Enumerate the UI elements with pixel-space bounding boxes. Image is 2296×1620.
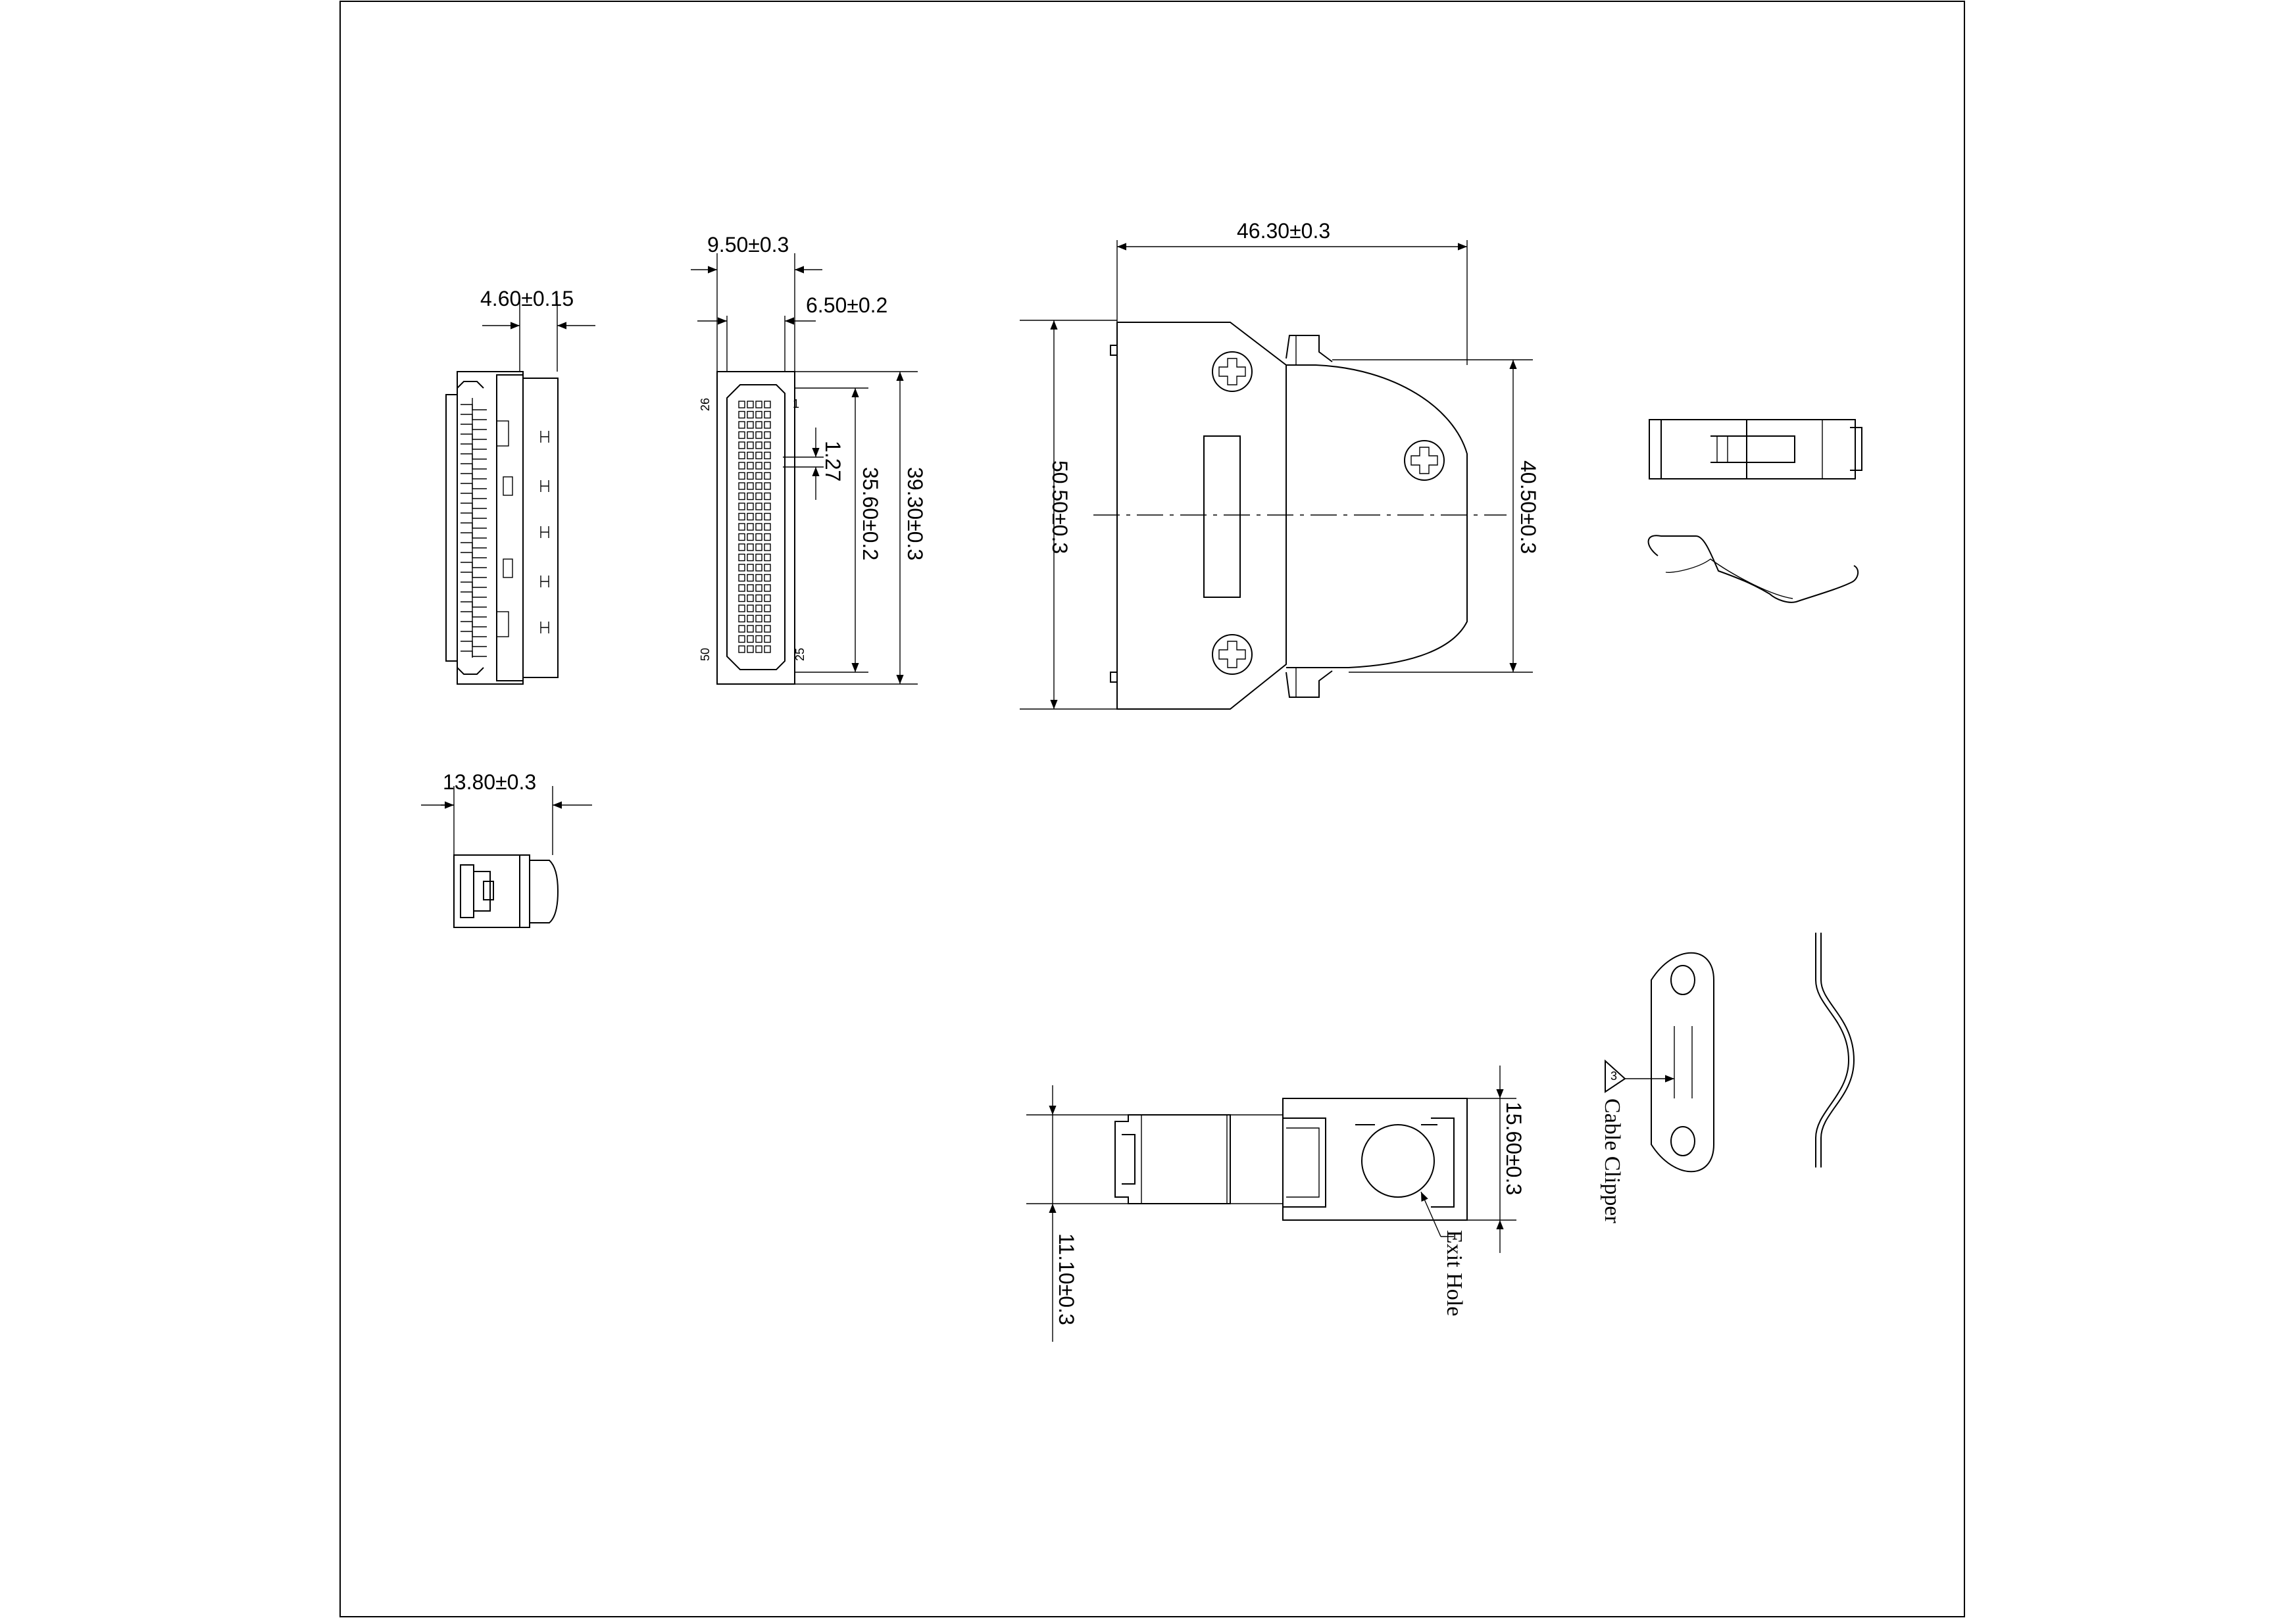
dim-hood-body-height: 40.50±0.3 <box>1516 460 1540 554</box>
drawing-frame <box>339 1 1965 1617</box>
dim-pitch: 1.27 <box>821 441 845 481</box>
dim-hood-height: 50.50±0.3 <box>1048 460 1072 554</box>
cable-clipper-view: 3 Cable Clipper <box>1600 933 1855 1223</box>
dim-exit-hole-height: 15.60±0.3 <box>1502 1102 1526 1195</box>
cable-clipper-label: Cable Clipper <box>1600 1098 1624 1223</box>
front-view: 9.50±0.3 6.50±0.2 26 1 50 25 1.27 35.60±… <box>691 233 927 685</box>
dim-front-height: 39.30±0.3 <box>903 467 927 560</box>
exit-hole-label: Exit Hole <box>1442 1230 1466 1316</box>
dim-front-insert-width: 6.50±0.2 <box>806 293 887 317</box>
dim-side-depth: 4.60±0.15 <box>480 287 574 310</box>
pin-label-25: 25 <box>793 648 807 661</box>
pin-label-1: 1 <box>793 397 799 410</box>
hood-view: 46.30±0.3 50.50±0.3 40.50±0.3 <box>1020 219 1540 710</box>
dim-pin-span: 35.60±0.2 <box>859 467 882 560</box>
hood-side-view: 11.10±0.3 15.60±0.3 Exit Hole <box>1026 1066 1526 1342</box>
note-number: 3 <box>1610 1069 1617 1083</box>
bottom-view: 13.80±0.3 <box>421 770 592 928</box>
pin-label-50: 50 <box>699 648 712 661</box>
dim-hood-length: 46.30±0.3 <box>1237 219 1330 243</box>
dim-front-total-width: 9.50±0.3 <box>707 233 789 257</box>
dim-bottom-width: 13.80±0.3 <box>443 770 536 794</box>
side-view: 4.60±0.15 <box>445 287 595 685</box>
dim-plug-thickness: 11.10±0.3 <box>1055 1233 1078 1325</box>
pin-label-26: 26 <box>699 398 712 411</box>
latch-view <box>1647 419 1862 603</box>
